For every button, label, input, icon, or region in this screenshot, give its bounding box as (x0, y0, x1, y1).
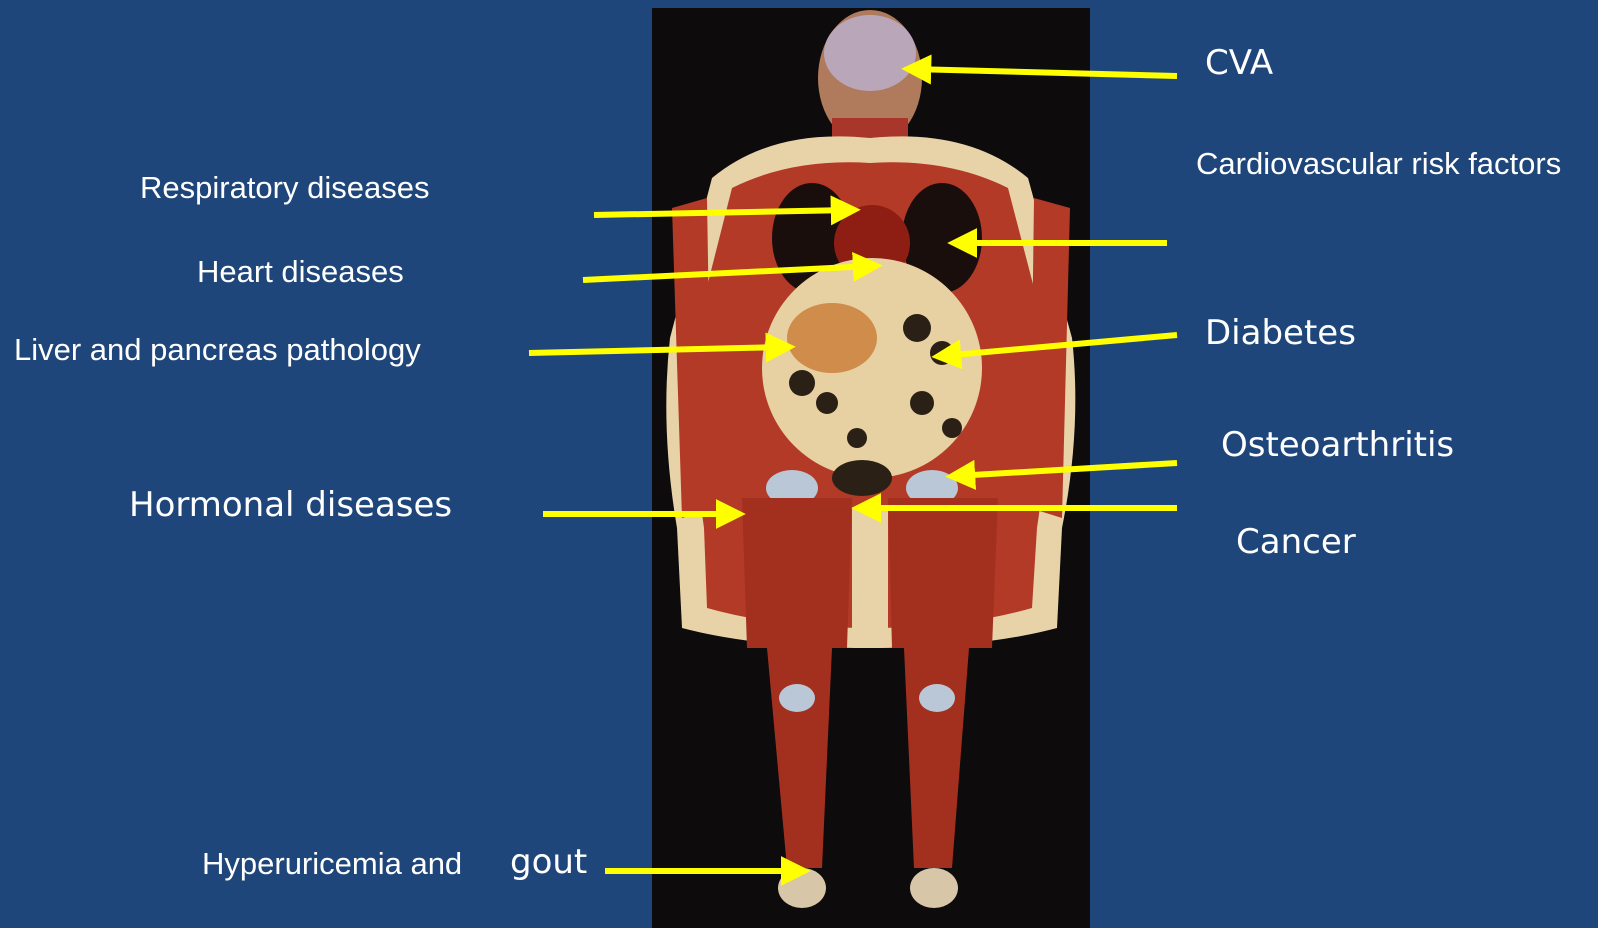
heart-arrow (583, 266, 872, 280)
hyperuricemia-label: Hyperuricemia and (202, 848, 462, 879)
diabetes-label: Diabetes (1205, 316, 1356, 350)
cardiovascular-label: Cardiovascular risk factors (1196, 148, 1561, 179)
cva-label: CVA (1205, 46, 1273, 80)
liver-arrow (529, 347, 785, 353)
liver-label: Liver and pancreas pathology (14, 334, 421, 365)
osteoarthritis-arrow (956, 463, 1177, 476)
hormonal-label: Hormonal diseases (129, 488, 452, 522)
respiratory-label: Respiratory diseases (140, 172, 429, 203)
gout-label: gout (510, 845, 587, 879)
heart-label: Heart diseases (197, 256, 404, 287)
diabetes-arrow (942, 335, 1177, 356)
cancer-label: Cancer (1236, 525, 1356, 559)
respiratory-arrow (594, 210, 850, 215)
osteoarthritis-label: Osteoarthritis (1221, 428, 1454, 462)
cva-arrow (912, 69, 1177, 76)
